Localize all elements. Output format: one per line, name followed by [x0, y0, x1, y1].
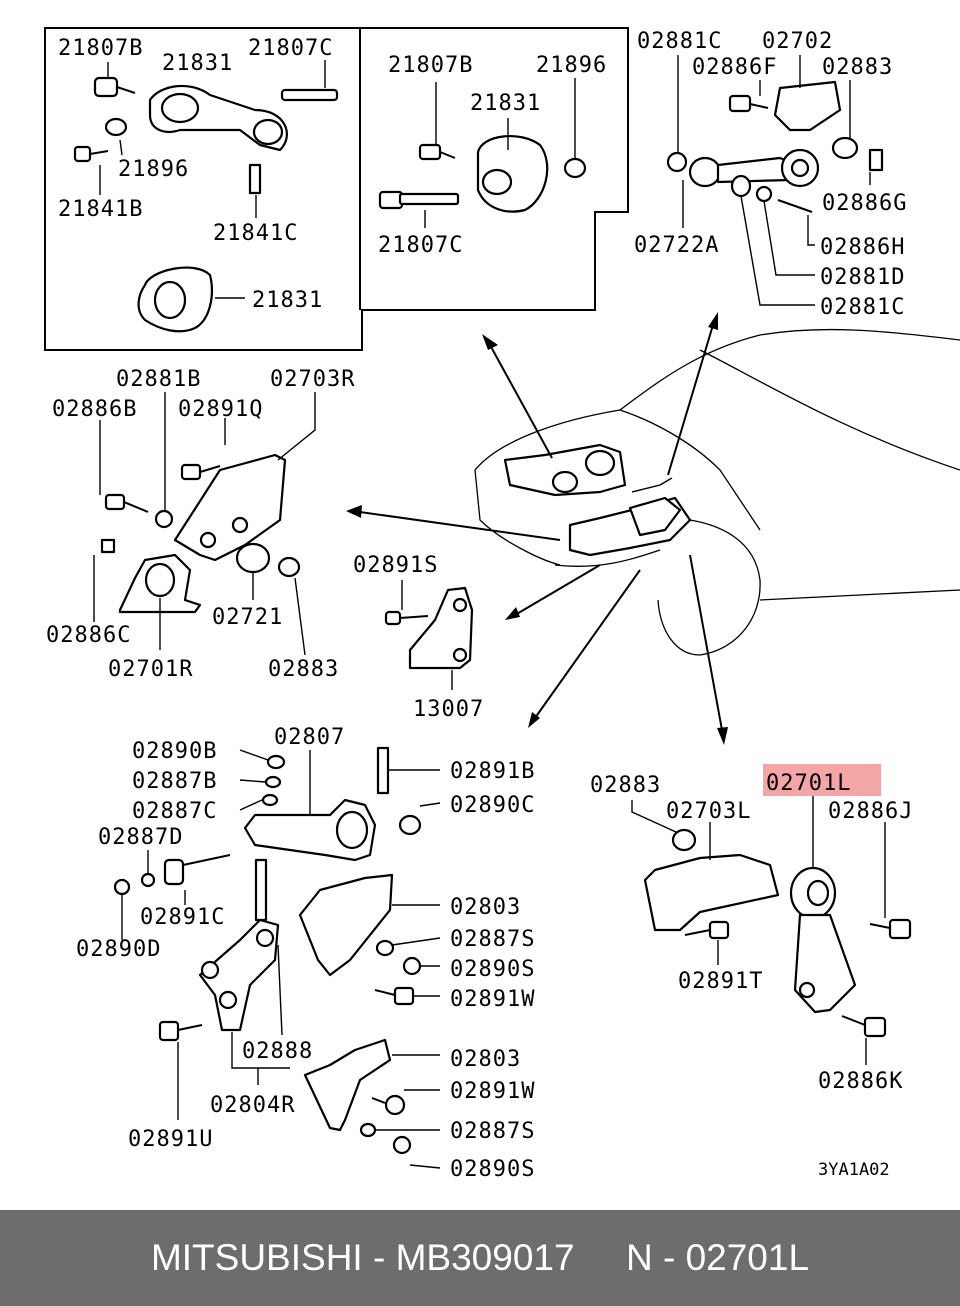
label-21807C: 21807C	[378, 233, 463, 258]
label-02891B: 02891B	[450, 759, 535, 784]
inset-frame	[44, 27, 629, 351]
label-02887S: 02887S	[450, 1119, 535, 1144]
label-02803: 02803	[450, 1047, 521, 1072]
label-02886C: 02886C	[46, 623, 131, 648]
bottom-right-parts	[643, 828, 912, 1038]
label-21807B: 21807B	[388, 53, 473, 78]
label-21831: 21831	[470, 91, 541, 116]
parts-diagram: 21807B 21831 21807C 21896 21841B 21841C …	[44, 27, 960, 1182]
label-02804R: 02804R	[210, 1093, 295, 1118]
label-02883: 02883	[268, 657, 339, 682]
label-02883: 02883	[590, 773, 661, 798]
label-21841C: 21841C	[213, 221, 298, 246]
label-02881C: 02881C	[820, 295, 905, 320]
footer-brand: MITSUBISHI	[150, 1237, 363, 1278]
label-02887C: 02887C	[132, 799, 217, 824]
vehicle-outline	[474, 328, 960, 656]
label-02701L: 02701L	[766, 771, 851, 796]
label-02891S: 02891S	[353, 553, 438, 578]
label-21807C: 21807C	[248, 36, 333, 61]
label-02887D: 02887D	[98, 825, 183, 850]
label-02886G: 02886G	[822, 191, 907, 216]
footer-gap	[575, 1237, 626, 1279]
label-02883: 02883	[822, 55, 893, 80]
inset-left-parts	[73, 76, 339, 333]
label-02890C: 02890C	[450, 793, 535, 818]
label-02881B: 02881B	[116, 367, 201, 392]
label-02891W: 02891W	[450, 987, 535, 1012]
bottom-right-leaders	[631, 795, 886, 1065]
label-02721: 02721	[212, 605, 283, 630]
label-02722A: 02722A	[634, 233, 719, 258]
highlight-box	[763, 764, 881, 796]
label-02890S: 02890S	[450, 957, 535, 982]
left-middle-leaders	[93, 392, 316, 656]
footer-sep: -	[362, 1237, 396, 1278]
label-02891T: 02891T	[678, 969, 763, 994]
label-02890D: 02890D	[76, 937, 161, 962]
label-02703L: 02703L	[666, 799, 751, 824]
label-21896: 21896	[118, 157, 189, 182]
label-02887B: 02887B	[132, 769, 217, 794]
diagram-code: 3YA1A02	[818, 1160, 890, 1180]
inset-right-parts	[378, 135, 587, 213]
label-21807B: 21807B	[58, 36, 143, 61]
label-02886F: 02886F	[692, 55, 777, 80]
label-02803: 02803	[450, 895, 521, 920]
label-02891U: 02891U	[128, 1127, 213, 1152]
label-13007: 13007	[413, 697, 484, 722]
top-right-parts	[666, 80, 884, 213]
label-02701R: 02701R	[108, 657, 193, 682]
pointer-arrows	[346, 312, 728, 745]
footer-bar: MITSUBISHI - MB309017 N - 02701L	[0, 1210, 960, 1306]
label-02886J: 02886J	[828, 799, 913, 824]
bottom-left-leaders	[121, 749, 441, 1169]
label-02881D: 02881D	[820, 265, 905, 290]
part-labels: 21807B 21831 21807C 21896 21841B 21841C …	[46, 29, 913, 1182]
inset-right-leaders	[424, 78, 576, 228]
top-right-leaders	[677, 55, 871, 306]
label-02886B: 02886B	[52, 397, 137, 422]
left-middle-parts	[100, 453, 301, 614]
label-02881C: 02881C	[637, 29, 722, 54]
label-02886H: 02886H	[820, 235, 905, 260]
label-02888: 02888	[242, 1039, 313, 1064]
label-21831: 21831	[252, 288, 323, 313]
label-02891C: 02891C	[140, 905, 225, 930]
label-02886K: 02886K	[818, 1069, 903, 1094]
label-21831: 21831	[162, 51, 233, 76]
label-21896: 21896	[536, 53, 607, 78]
label-02890B: 02890B	[132, 739, 217, 764]
label-02891W: 02891W	[450, 1079, 535, 1104]
label-02807: 02807	[274, 725, 345, 750]
label-02891Q: 02891Q	[178, 397, 263, 422]
footer-part-number: MB309017	[395, 1237, 575, 1278]
label-02702: 02702	[762, 29, 833, 54]
label-21841B: 21841B	[58, 197, 143, 222]
bracket-13007	[384, 580, 474, 690]
label-02890S: 02890S	[450, 1157, 535, 1182]
inset-left-leaders	[99, 60, 326, 299]
footer-ref: N - 02701L	[625, 1237, 810, 1278]
label-02887S: 02887S	[450, 927, 535, 952]
label-02703R: 02703R	[270, 367, 355, 392]
